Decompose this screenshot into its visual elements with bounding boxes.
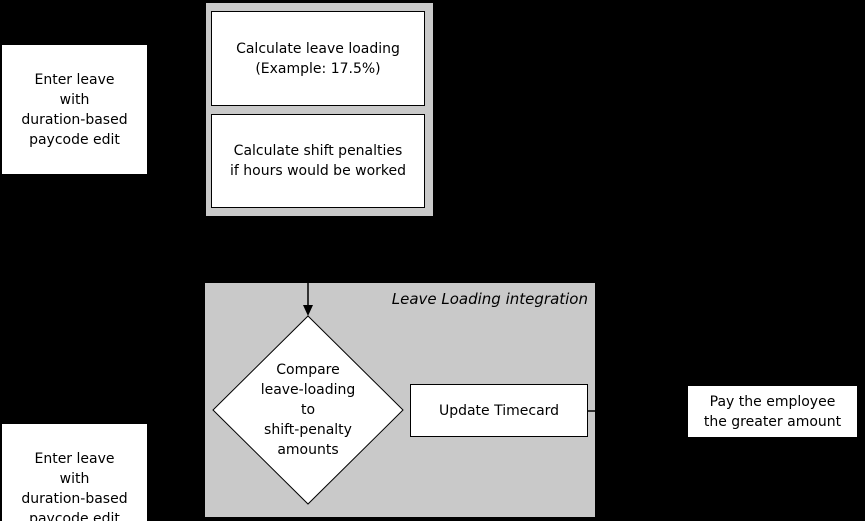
leave-loading-integration-panel: Leave Loading integration Compare leave-… bbox=[205, 283, 595, 517]
update-timecard-box: Update Timecard bbox=[410, 384, 588, 437]
enter-leave-top-box: Enter leave with duration-based paycode … bbox=[1, 44, 148, 175]
decision-diamond bbox=[212, 315, 404, 505]
down-arrowhead-icon bbox=[303, 305, 313, 316]
enter-leave-bottom-box: Enter leave with duration-based paycode … bbox=[1, 423, 148, 521]
integration-panel-title: Leave Loading integration bbox=[391, 290, 588, 308]
calculate-shift-penalties-box: Calculate shift penalties if hours would… bbox=[211, 114, 425, 208]
integration-shapes bbox=[212, 283, 595, 505]
pay-employee-box: Pay the employee the greater amount bbox=[687, 385, 858, 438]
calculate-leave-loading-box: Calculate leave loading (Example: 17.5%) bbox=[211, 11, 425, 106]
decision-diamond-label: Compare leave-loading to shift-penalty a… bbox=[260, 362, 356, 458]
calculation-group-panel: Calculate leave loading (Example: 17.5%)… bbox=[206, 3, 433, 216]
